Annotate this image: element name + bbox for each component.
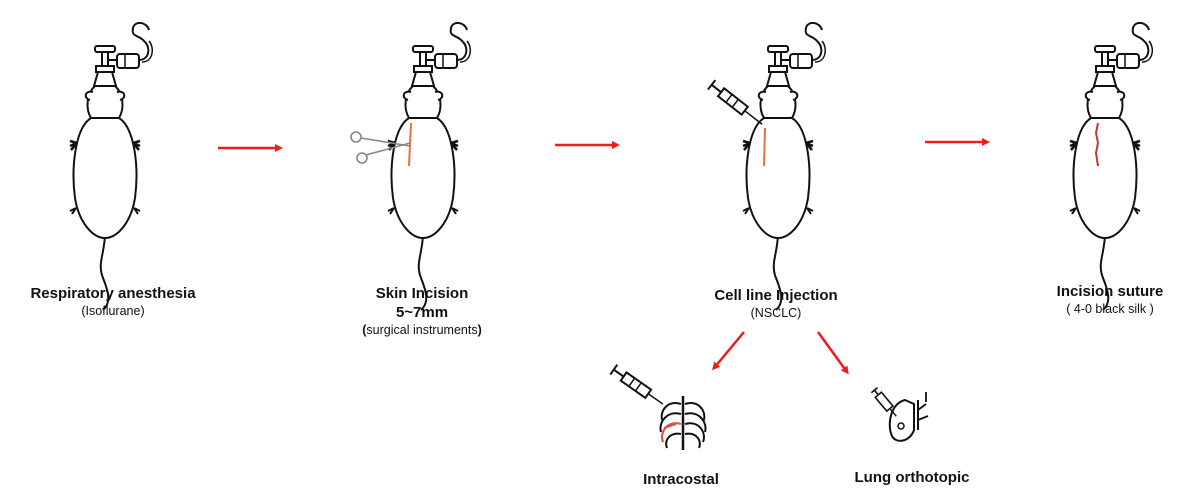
step2-title-line2: 5~7mm — [395, 304, 449, 321]
arrow-to-lung-orthotopic — [816, 331, 849, 375]
step2-title: Skin Incision — [375, 285, 469, 302]
step2-note-text: surgical instruments — [366, 323, 478, 337]
mouse-anesthesia-icon — [68, 21, 154, 312]
ribcage-syringe-icon — [609, 364, 707, 450]
step3-title: Cell line Injection — [714, 287, 838, 304]
mouse-suture-icon — [1068, 21, 1154, 312]
suture-line — [1094, 122, 1100, 167]
step2-note: (surgical instruments) — [362, 322, 482, 338]
branch-lung-orthotopic-label: Lung orthotopic — [854, 469, 970, 486]
step2-note-open: ( — [362, 323, 367, 337]
syringe-icon — [707, 79, 763, 125]
step1-note-text: Isoflurane) — [85, 304, 145, 318]
step3-label-group: Cell line Injection (NSCLC) — [714, 286, 837, 321]
step4-label-group: Incision suture ( 4-0 black silk ) — [1057, 282, 1164, 317]
step3-note: (NSCLC) — [750, 306, 802, 320]
lung-injection-icon — [870, 387, 929, 442]
scissors-icon — [350, 131, 411, 164]
step1-title: Respiratory anesthesia — [30, 285, 196, 302]
step1-note-prefix: ( — [81, 304, 86, 318]
step4-note: ( 4-0 black silk ) — [1066, 302, 1154, 316]
step2-label-group: Skin Incision 5~7mm (surgical instrument… — [362, 284, 482, 338]
step1-label-group: Respiratory anesthesia (Isoflurane) — [30, 284, 195, 319]
mouse-injection-icon — [741, 21, 827, 312]
incision-line — [408, 122, 412, 167]
step2-note-close: ) — [477, 323, 482, 337]
mouse-incision-icon — [386, 21, 472, 312]
arrow-to-intracostal — [712, 331, 745, 371]
step4-title: Incision suture — [1056, 283, 1164, 300]
branch-intracostal-label: Intracostal — [643, 471, 719, 488]
step1-note: (Isoflurane) — [30, 303, 195, 319]
